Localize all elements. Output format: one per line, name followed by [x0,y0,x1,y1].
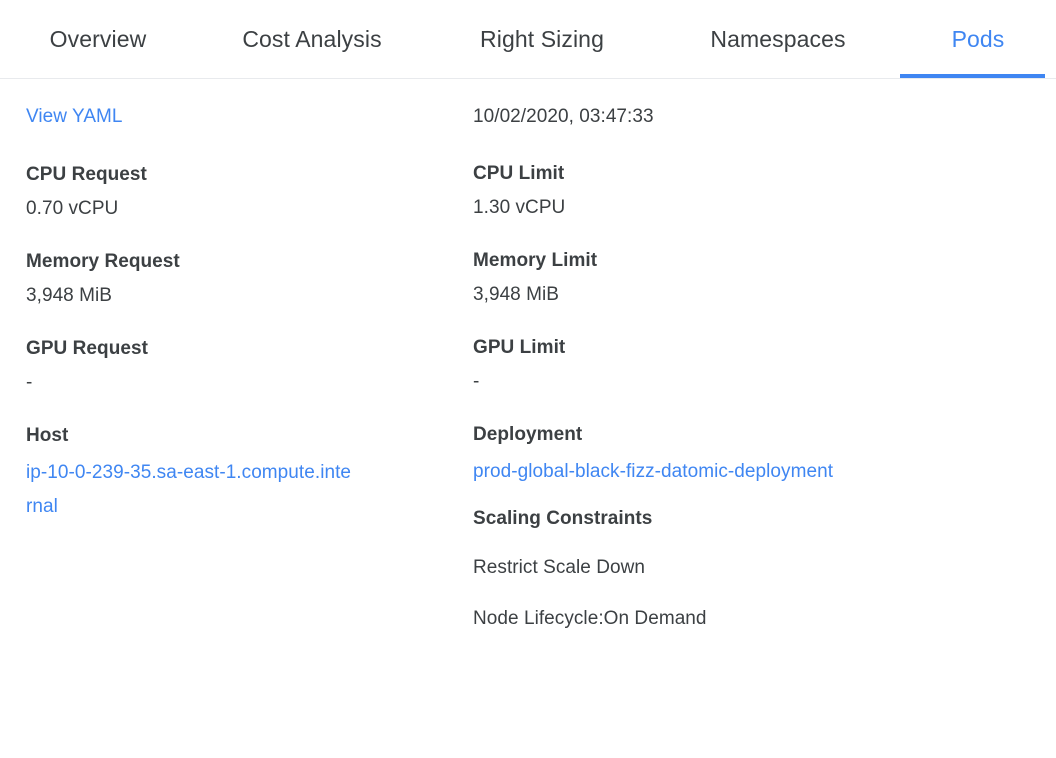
field-host: Host ip-10-0-239-35.sa-east-1.compute.in… [26,423,464,524]
tab-right-sizing[interactable]: Right Sizing [428,0,656,78]
memory-limit-value: 3,948 MiB [473,284,559,305]
memory-limit-label: Memory Limit [473,250,598,271]
pod-detail-content: View YAML CPU Request 0.70 vCPU Memory R… [0,79,1056,632]
tab-list: Overview Cost Analysis Right Sizing Name… [0,0,1056,78]
active-tab-indicator [900,74,1045,78]
field-gpu-request: GPU Request - [26,336,464,396]
tab-right-sizing-label: Right Sizing [480,25,604,52]
deployment-label: Deployment [473,424,583,445]
gpu-limit-label: GPU Limit [473,337,566,358]
tab-pods-label: Pods [951,25,1005,52]
scaling-constraint-item: Node Lifecycle:On Demand [473,608,707,629]
scaling-constraints-label: Scaling Constraints [473,508,653,529]
tab-bar: Overview Cost Analysis Right Sizing Name… [0,0,1056,79]
field-gpu-limit: GPU Limit - [473,335,1024,395]
field-cpu-limit: CPU Limit 1.30 vCPU [473,161,1024,221]
tab-pods[interactable]: Pods [900,0,1056,78]
gpu-limit-value: - [473,371,480,392]
host-link[interactable]: ip-10-0-239-35.sa-east-1.compute.interna… [26,462,352,517]
field-scaling-constraints: Scaling Constraints Restrict Scale Down … [473,506,1024,632]
field-cpu-request: CPU Request 0.70 vCPU [26,162,464,222]
detail-column-right: 10/02/2020, 03:47:33 CPU Limit 1.30 vCPU… [464,79,1024,632]
memory-request-value: 3,948 MiB [26,285,112,306]
cpu-request-value: 0.70 vCPU [26,198,119,219]
gpu-request-label: GPU Request [26,338,148,359]
cpu-limit-value: 1.30 vCPU [473,197,566,218]
tab-overview-label: Overview [49,25,147,52]
pod-timestamp: 10/02/2020, 03:47:33 [473,106,654,127]
tab-overview[interactable]: Overview [0,0,196,78]
scaling-constraint-item: Restrict Scale Down [473,557,646,578]
detail-column-left: View YAML CPU Request 0.70 vCPU Memory R… [0,79,464,524]
tab-cost-analysis-label: Cost Analysis [242,25,382,52]
deployment-link[interactable]: prod-global-black-fizz-datomic-deploymen… [473,461,834,482]
tab-cost-analysis[interactable]: Cost Analysis [196,0,428,78]
field-memory-limit: Memory Limit 3,948 MiB [473,248,1024,308]
cpu-request-label: CPU Request [26,164,147,185]
detail-columns: View YAML CPU Request 0.70 vCPU Memory R… [0,79,1056,632]
memory-request-label: Memory Request [26,251,180,272]
gpu-request-value: - [26,372,33,393]
field-deployment: Deployment prod-global-black-fizz-datomi… [473,422,1024,489]
host-label: Host [26,425,69,446]
field-memory-request: Memory Request 3,948 MiB [26,249,464,309]
tab-namespaces-label: Namespaces [710,25,846,52]
tab-namespaces[interactable]: Namespaces [656,0,900,78]
view-yaml-link[interactable]: View YAML [26,106,123,127]
view-yaml-row: View YAML [26,100,464,135]
cpu-limit-label: CPU Limit [473,163,565,184]
